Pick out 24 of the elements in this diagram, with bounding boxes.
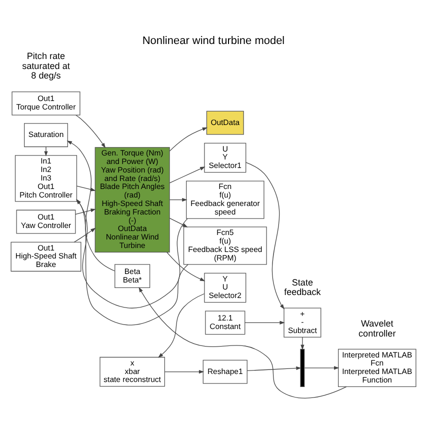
- arrow: [66, 140, 116, 272]
- arrow: [74, 228, 96, 242]
- arrow: [300, 336, 304, 350]
- label: State feedback: [284, 277, 321, 297]
- arrow: [244, 320, 285, 324]
- arrow: [76, 114, 106, 148]
- arrow: [75, 208, 96, 215]
- label: Wavelet controller: [358, 318, 396, 338]
- arrow: [166, 252, 206, 282]
- label: Pitch rate saturated at 8 deg/s: [22, 51, 70, 81]
- arrow: [158, 293, 205, 358]
- arrow: [76, 186, 96, 192]
- arrow: [169, 166, 206, 184]
- arrow: [169, 218, 188, 228]
- arrow: [304, 366, 340, 370]
- diagram-title: Nonlinear wind turbine model: [142, 34, 285, 47]
- arrow: [246, 162, 284, 310]
- arrow: [246, 366, 302, 372]
- arrow: [169, 127, 208, 152]
- arrow: [164, 370, 204, 374]
- arrow: [138, 287, 347, 398]
- node-bar: [300, 348, 305, 387]
- arrow: [44, 146, 48, 156]
- arrow: [169, 198, 188, 202]
